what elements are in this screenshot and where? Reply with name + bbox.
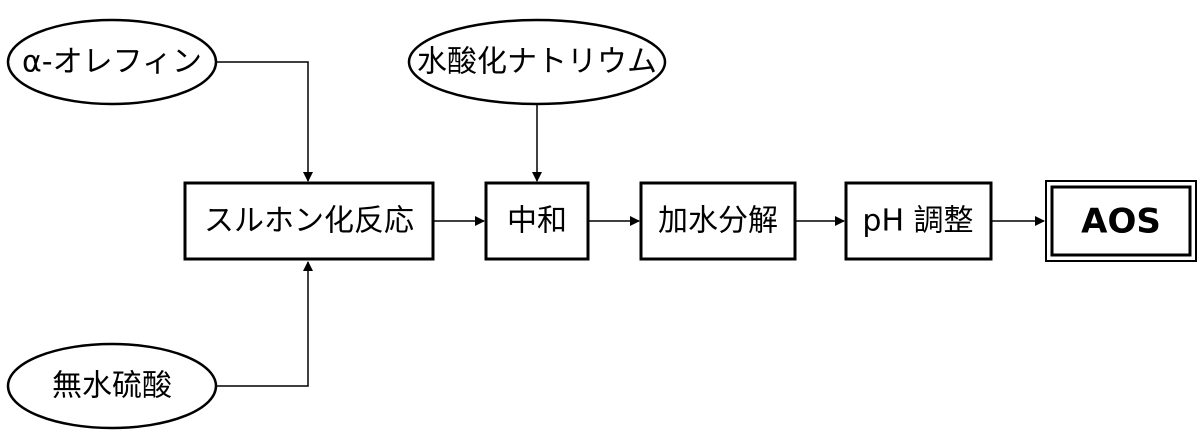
- product-aos: AOS: [1045, 180, 1197, 262]
- product-aos-label: AOS: [1081, 202, 1161, 242]
- process-hydrolysis-label: 加水分解: [658, 204, 778, 239]
- input-sodium-hydroxide-label: 水酸化ナトリウム: [417, 45, 657, 80]
- connector-olefin-to-sulfonation: [216, 61, 313, 182]
- input-alpha-olefin: α-オレフィン: [6, 18, 218, 106]
- process-ph-adjustment-label: pH 調整: [862, 204, 973, 239]
- process-neutralization: 中和: [484, 181, 590, 261]
- input-sodium-hydroxide: 水酸化ナトリウム: [407, 18, 667, 106]
- process-neutralization-label: 中和: [507, 204, 567, 239]
- connector-anhydride-to-sulfonation: [216, 261, 313, 387]
- process-ph-adjustment: pH 調整: [844, 181, 993, 261]
- input-sulfuric-anhydride: 無水硫酸: [6, 342, 218, 430]
- input-sulfuric-anhydride-label: 無水硫酸: [52, 369, 172, 404]
- input-alpha-olefin-label: α-オレフィン: [22, 45, 202, 80]
- process-hydrolysis: 加水分解: [639, 181, 797, 261]
- process-sulfonation-label: スルホン化反応: [204, 204, 414, 239]
- process-sulfonation: スルホン化反応: [183, 181, 435, 261]
